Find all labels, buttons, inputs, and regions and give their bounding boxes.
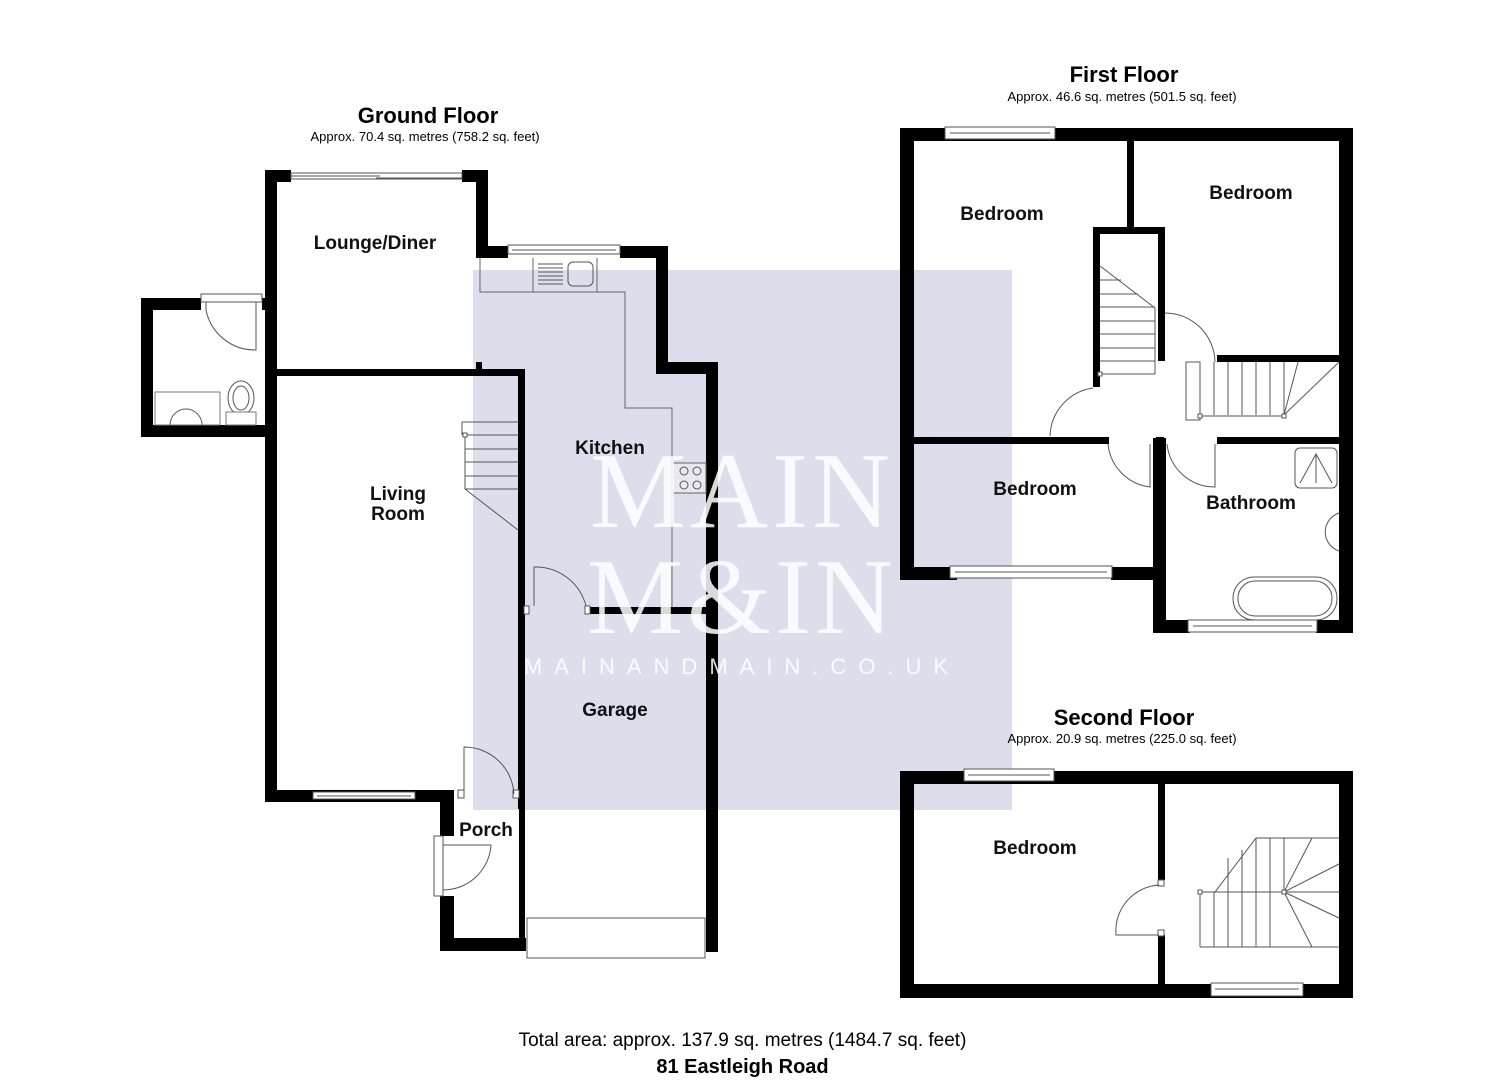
ground-floor-area: Approx. 70.4 sq. metres (758.2 sq. feet) (310, 129, 540, 144)
room-label-first-bedroom-2: Bedroom (1209, 183, 1293, 204)
room-label-living-room: Living Room (338, 485, 458, 525)
total-area: Total area: approx. 137.9 sq. metres (14… (518, 1030, 967, 1051)
second-floor-plan (900, 768, 1353, 998)
first-floor-title: First Floor (1069, 62, 1179, 87)
watermark-box (473, 270, 1012, 810)
watermark-url: MAINANDMAIN.CO.UK (524, 654, 960, 679)
property-address: 81 Eastleigh Road (656, 1056, 829, 1078)
room-label-kitchen: Kitchen (575, 438, 645, 459)
room-label-first-bedroom-3: Bedroom (993, 479, 1077, 500)
room-label-lounge-diner: Lounge/Diner (313, 233, 437, 254)
second-floor-area: Approx. 20.9 sq. metres (225.0 sq. feet) (1007, 731, 1237, 746)
second-floor-title: Second Floor (1053, 705, 1195, 730)
watermark-line1: MAIN (590, 432, 894, 551)
room-label-living-line2: Room (371, 504, 425, 525)
watermark: MAIN M&IN MAINANDMAIN.CO.UK (524, 432, 960, 679)
room-label-first-bedroom-1: Bedroom (960, 204, 1044, 225)
watermark-line2: M&IN (587, 538, 897, 657)
room-label-bathroom: Bathroom (1206, 493, 1296, 514)
ground-floor-title: Ground Floor (357, 103, 499, 128)
first-floor-plan (900, 126, 1353, 633)
room-label-porch: Porch (459, 820, 513, 841)
ground-floor-plan (141, 170, 718, 959)
room-label-garage: Garage (582, 700, 648, 721)
room-label-living-line1: Living (370, 484, 426, 505)
first-floor-area: Approx. 46.6 sq. metres (501.5 sq. feet) (1007, 89, 1237, 104)
room-label-second-bedroom: Bedroom (993, 838, 1077, 859)
